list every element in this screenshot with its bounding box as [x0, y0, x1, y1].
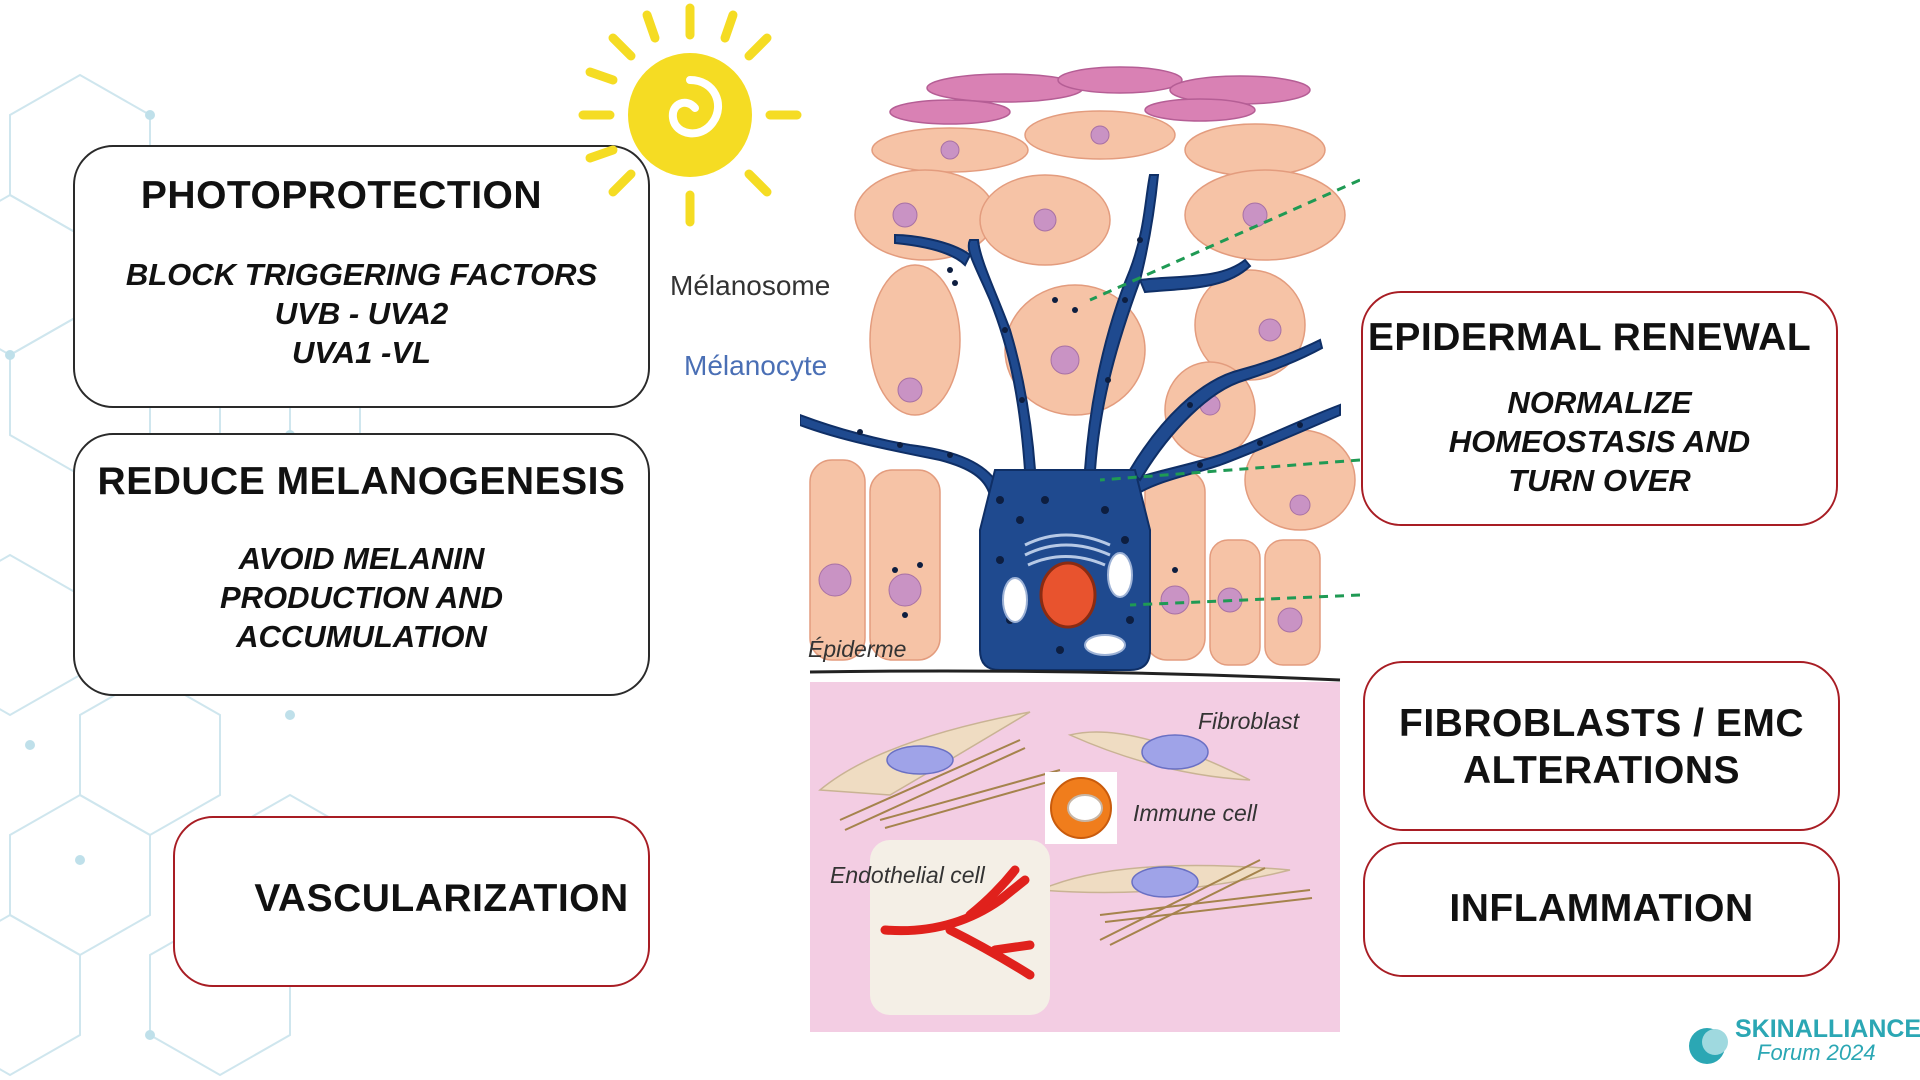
- fibroblasts-emc-box: FIBROBLASTS / EMC ALTERATIONS: [1363, 661, 1840, 831]
- photoprotection-text: BLOCK TRIGGERING FACTORS UVB - UVA2 UVA1…: [125, 257, 598, 370]
- fibroblast-label: Fibroblast: [1198, 708, 1299, 734]
- inflammation-title: INFLAMMATION: [1449, 887, 1754, 930]
- photoprotection-box: PHOTOPROTECTION BLOCK TRIGGERING FACTORS…: [73, 145, 650, 408]
- epidermal-renewal-title: EPIDERMAL RENEWAL: [1367, 316, 1812, 359]
- reduce-melanogenesis-text: AVOID MELANIN PRODUCTION AND ACCUMULATIO…: [219, 541, 503, 654]
- logo-subtitle: Forum 2024: [1757, 1040, 1876, 1065]
- reduce-melanogenesis-title: REDUCE MELANOGENESIS: [97, 460, 626, 503]
- vascularization-title: VASCULARIZATION: [254, 877, 629, 920]
- endothelial-cell-label: Endothelial cell: [830, 862, 985, 888]
- skinalliance-logo: SKINALLIANCE Forum 2024: [1685, 1010, 1920, 1070]
- fibroblasts-emc-title: FIBROBLASTS / EMC ALTERATIONS: [1399, 702, 1804, 792]
- vascularization-box: VASCULARIZATION: [173, 816, 650, 987]
- reduce-melanogenesis-box: REDUCE MELANOGENESIS AVOID MELANIN PRODU…: [73, 433, 650, 696]
- inflammation-box: INFLAMMATION: [1363, 842, 1840, 977]
- epidermal-renewal-box: EPIDERMAL RENEWAL NORMALIZE HOMEOSTASIS …: [1361, 291, 1838, 526]
- melanocyte-label: Mélanocyte: [684, 350, 828, 381]
- logo-icon: [1689, 1028, 1728, 1064]
- immune-cell-label: Immune cell: [1133, 800, 1257, 826]
- photoprotection-title: PHOTOPROTECTION: [140, 174, 543, 217]
- melanosome-label: Mélanosome: [670, 270, 831, 301]
- logo-name: SKINALLIANCE: [1735, 1015, 1920, 1043]
- skin-diagram: [800, 66, 1360, 1032]
- epiderme-label: Épiderme: [808, 636, 907, 662]
- epidermal-renewal-text: NORMALIZE HOMEOSTASIS AND TURN OVER: [1448, 385, 1751, 498]
- sun-icon: [578, 3, 802, 227]
